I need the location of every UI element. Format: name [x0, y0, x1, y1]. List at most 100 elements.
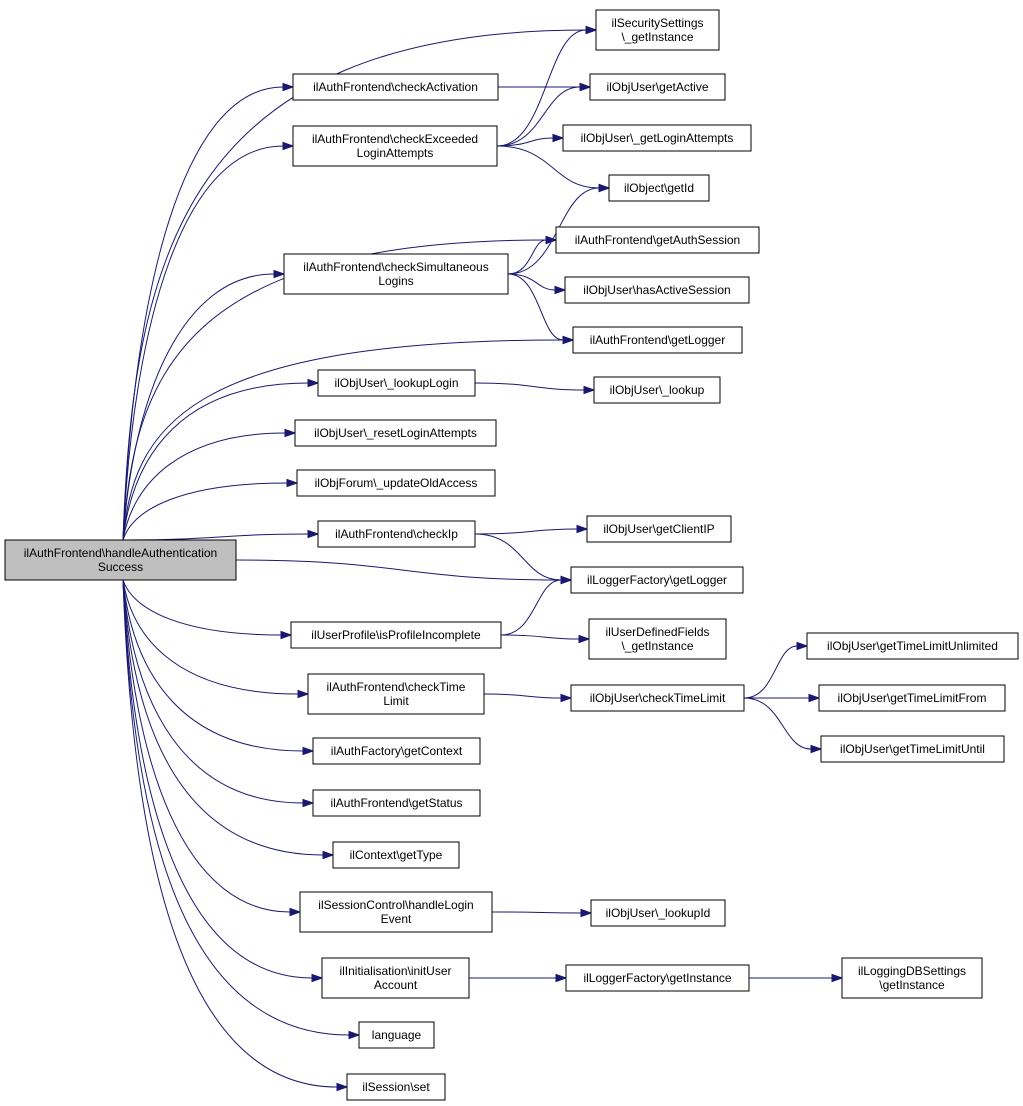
node-box [312, 737, 481, 765]
arrowhead-lf_get_instance-to-ldb_get_instance [831, 973, 844, 983]
node-tl_unlimited[interactable]: ilObjUser\getTimeLimitUnlimited [806, 632, 1019, 660]
node-obj_getid[interactable]: ilObject\getId [608, 174, 710, 202]
edge-root-to-af_get_context [122, 579, 304, 752]
node-label: ilSecuritySettings [611, 16, 703, 30]
node-lookup_id[interactable]: ilObjUser\_lookupId [590, 899, 726, 927]
node-label: ilAuthFrontend\getStatus [330, 796, 462, 810]
edge-root-to-check_ip [122, 533, 309, 541]
call-edges [122, 25, 844, 1092]
node-box [299, 891, 493, 933]
node-fe_get_status[interactable]: ilAuthFrontend\getStatus [312, 789, 481, 817]
node-label: ilObjUser\getClientIP [603, 522, 714, 536]
edge-root-to-session_set [122, 579, 338, 1088]
arrowhead-init_user-to-lf_get_instance [555, 973, 568, 983]
edge-ou_check_time-to-tl_unlimited [743, 645, 798, 699]
edge-check_exc-to-sec_get [496, 29, 587, 147]
node-label: ilAuthFrontend\checkSimultaneous [303, 260, 488, 274]
node-label: \getInstance [879, 978, 945, 992]
arrowhead-root-to-check_ip [307, 529, 320, 539]
node-box [346, 1073, 446, 1101]
node-check_exc[interactable]: ilAuthFrontend\checkExceededLoginAttempt… [292, 125, 498, 167]
node-box [570, 566, 744, 594]
call-nodes: ilAuthFrontend\handleAuthenticationSucce… [4, 9, 1019, 1101]
node-af_get_context[interactable]: ilAuthFactory\getContext [312, 737, 481, 765]
arrowhead-root-to-check_time [297, 689, 310, 699]
node-check_time[interactable]: ilAuthFrontend\checkTimeLimit [307, 673, 485, 715]
node-get_active[interactable]: ilObjUser\getActive [589, 73, 726, 101]
node-forum_update[interactable]: ilObjForum\_updateOldAccess [296, 469, 496, 497]
edge-lookup_login-to-lookup [474, 382, 585, 391]
node-box [841, 957, 983, 999]
node-tl_from[interactable]: ilObjUser\getTimeLimitFrom [818, 684, 1006, 712]
node-label: ilObjUser\getTimeLimitFrom [838, 691, 987, 705]
node-ctx_get_type[interactable]: ilContext\getType [332, 841, 460, 869]
node-box [292, 125, 498, 167]
node-udf_get[interactable]: ilUserDefinedFields\_getInstance [588, 618, 727, 660]
node-has_active_sess[interactable]: ilObjUser\hasActiveSession [564, 276, 750, 304]
node-label: ilObjUser\_getLoginAttempts [581, 131, 734, 145]
node-check_act[interactable]: ilAuthFrontend\checkActivation [292, 73, 499, 101]
node-session_set[interactable]: ilSession\set [346, 1073, 446, 1101]
arrowhead-root-to-init_user [311, 973, 324, 983]
arrowhead-root-to-ctx_get_type [322, 850, 335, 860]
node-box [586, 515, 732, 543]
node-lf_get_instance[interactable]: ilLoggerFactory\getInstance [565, 964, 750, 992]
node-label: ilObjForum\_updateOldAccess [315, 476, 478, 490]
arrowhead-check_sim-to-has_active_sess [554, 285, 567, 295]
node-box [292, 73, 499, 101]
node-label: ilObjUser\_resetLoginAttempts [314, 426, 477, 440]
node-box [572, 326, 743, 354]
node-ldb_get_instance[interactable]: ilLoggingDBSettings\getInstance [841, 957, 983, 999]
node-label: LoginAttempts [357, 146, 434, 160]
node-lookup[interactable]: ilObjUser\_lookup [593, 376, 721, 404]
edge-root-to-lf_get_logger [235, 559, 562, 581]
edge-ou_check_time-to-tl_until [743, 697, 812, 750]
node-tl_until[interactable]: ilObjUser\getTimeLimitUntil [820, 735, 1005, 763]
arrowhead-check_sim-to-get_auth_sess [545, 235, 558, 245]
node-label: Limit [383, 694, 409, 708]
node-label: ilObjUser\hasActiveSession [583, 283, 730, 297]
node-label: Account [374, 978, 418, 992]
node-check_ip[interactable]: ilAuthFrontend\checkIp [317, 520, 476, 548]
node-box [570, 684, 745, 712]
edge-root-to-check_act [122, 86, 284, 541]
edge-sc_handle_login-to-lookup_id [491, 911, 582, 914]
node-box [593, 376, 721, 404]
edge-check_sim-to-get_auth_sess [507, 239, 547, 275]
node-box [358, 1021, 435, 1049]
node-profile_incomplete[interactable]: ilUserProfile\isProfileIncomplete [290, 621, 502, 649]
node-box [806, 632, 1019, 660]
node-get_client_ip[interactable]: ilObjUser\getClientIP [586, 515, 732, 543]
node-get_login_att[interactable]: ilObjUser\_getLoginAttempts [562, 124, 752, 152]
node-language[interactable]: language [358, 1021, 435, 1049]
node-lookup_login[interactable]: ilObjUser\_lookupLogin [317, 369, 476, 397]
node-root[interactable]: ilAuthFrontend\handleAuthenticationSucce… [4, 539, 237, 581]
arrowhead-root-to-forum_update [286, 478, 299, 488]
edge-root-to-language [122, 579, 350, 1036]
node-label: Success [98, 560, 143, 574]
node-fe_get_logger[interactable]: ilAuthFrontend\getLogger [572, 326, 743, 354]
node-box [332, 841, 460, 869]
node-label: ilObjUser\checkTimeLimit [590, 691, 726, 705]
arrowhead-ou_check_time-to-tl_unlimited [796, 641, 809, 651]
arrowhead-sc_handle_login-to-lookup_id [580, 908, 593, 918]
node-get_auth_sess[interactable]: ilAuthFrontend\getAuthSession [555, 226, 760, 254]
node-sec_get[interactable]: ilSecuritySettings\_getInstance [595, 9, 720, 51]
edge-root-to-check_sim [122, 273, 275, 541]
arrowhead-root-to-session_set [336, 1082, 349, 1092]
node-reset_login[interactable]: ilObjUser\_resetLoginAttempts [294, 419, 497, 447]
node-box [312, 789, 481, 817]
node-lf_get_logger[interactable]: ilLoggerFactory\getLogger [570, 566, 744, 594]
node-box [321, 957, 470, 999]
arrowhead-check_exc-to-get_active [579, 82, 592, 92]
arrowhead-check_sim-to-fe_get_logger [562, 335, 575, 345]
node-label: Logins [378, 274, 413, 288]
node-label: Event [381, 912, 412, 926]
node-label: ilObjUser\_lookupLogin [334, 376, 458, 390]
node-ou_check_time[interactable]: ilObjUser\checkTimeLimit [570, 684, 745, 712]
arrowhead-root-to-check_sim [273, 269, 286, 279]
